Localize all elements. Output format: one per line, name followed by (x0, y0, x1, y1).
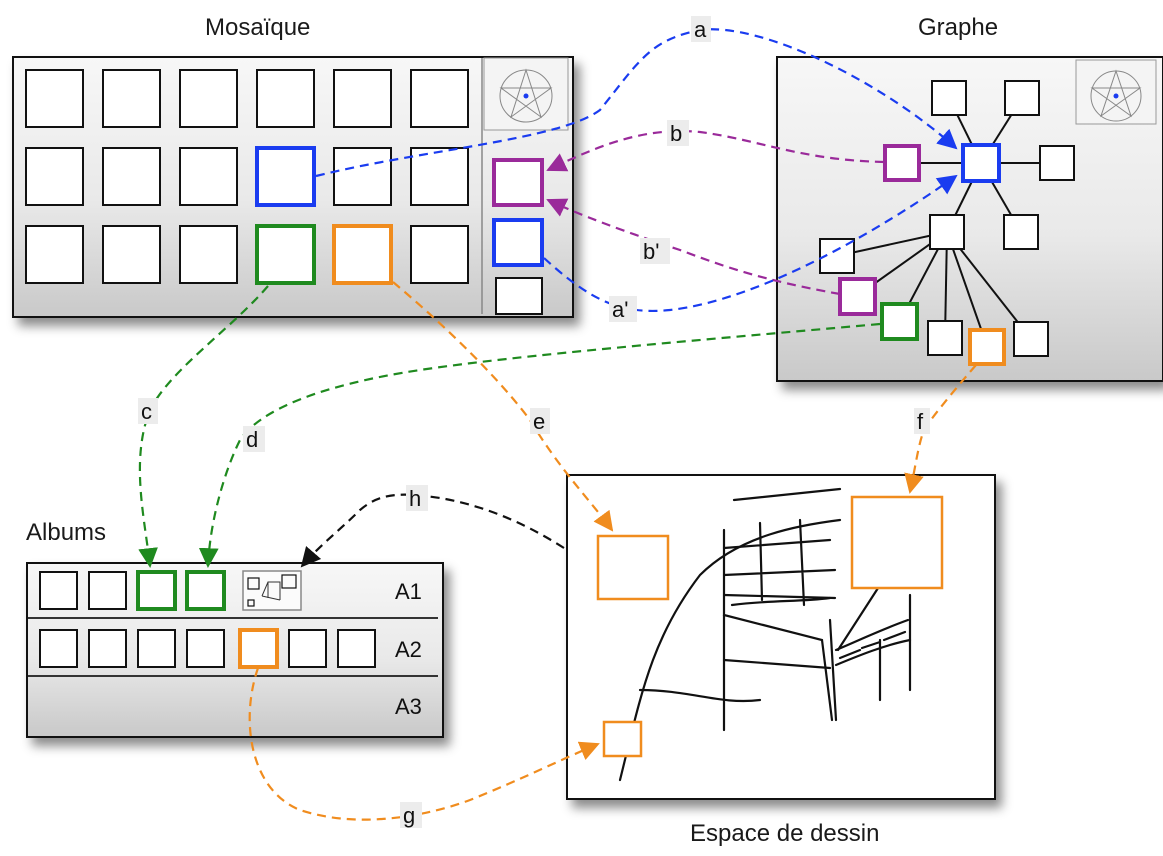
graph-node-purple (838, 277, 877, 316)
graph-node (1013, 321, 1049, 357)
album-row-label-a2: A2 (395, 637, 422, 662)
edge-label-b-prime: b' (643, 239, 659, 264)
mosaic-side-tile-purple (492, 158, 544, 207)
mosaic-tile (102, 69, 161, 128)
radar-thumbnail-icon (1075, 59, 1157, 125)
edge-label-g: g (403, 803, 415, 828)
mosaic-tile (25, 69, 84, 128)
mosaic-tile (25, 225, 84, 284)
mosaic-tile (179, 225, 238, 284)
graph-node (1004, 80, 1040, 116)
graph-nodes (819, 80, 1075, 366)
mosaic-tile-selected-blue (255, 146, 316, 207)
canvas-item-orange (850, 495, 944, 590)
graph-node (1039, 145, 1075, 181)
edge-b (546, 130, 885, 172)
mosaic-grid (25, 69, 469, 285)
canvas-item-orange (596, 534, 670, 601)
mosaic-side-tile (495, 277, 543, 315)
edge-label-c: c (141, 399, 152, 424)
mosaic-tile-selected-orange (332, 224, 393, 285)
mosaic-tile (410, 225, 469, 284)
graph-node (929, 214, 965, 250)
mosaic-side-tile-blue (492, 218, 544, 267)
armchair-sketch (618, 487, 912, 782)
graph-node-blue (961, 143, 1001, 183)
album-a2-items (39, 628, 376, 669)
graph-node (927, 320, 963, 356)
canvas-item-orange (602, 720, 643, 758)
edge-label-b: b (670, 121, 682, 146)
graph-node (1003, 214, 1039, 250)
album-row-label-a3: A3 (395, 694, 422, 719)
edge-label-h: h (409, 486, 421, 511)
edge-label-d: d (246, 427, 258, 452)
graph-node-purple (883, 144, 921, 182)
edge-label-f: f (917, 409, 924, 434)
mosaic-tile (179, 69, 238, 128)
album-a1-items (39, 570, 226, 611)
espace-title: Espace de dessin (690, 820, 880, 847)
edge-d (198, 322, 881, 568)
mosaic-tile (256, 69, 315, 128)
graph-node-green (880, 302, 919, 341)
album-row-label-a1: A1 (395, 579, 422, 604)
mosaic-tile (410, 69, 469, 128)
sketch-thumbnail-icon (242, 570, 302, 611)
graph-node (931, 80, 967, 116)
graphe-title: Graphe (918, 14, 999, 41)
edge-label-e: e (533, 409, 545, 434)
edge-label-a: a (694, 17, 707, 42)
mosaic-tile (102, 147, 161, 206)
edge-label-a-prime: a' (612, 297, 628, 322)
mosaic-tile (333, 147, 392, 206)
mosaic-tile-selected-green (255, 224, 316, 285)
edge-b-prime (546, 198, 841, 296)
edge-a (315, 28, 958, 178)
edge-e (392, 281, 614, 532)
mosaic-tile (25, 147, 84, 206)
radar-thumbnail-icon (483, 57, 569, 131)
edge-g (248, 667, 600, 821)
edge-labels: a b b' a' c d e f g h (138, 16, 930, 828)
mosaic-tile (179, 147, 238, 206)
mosaic-tile (102, 225, 161, 284)
albums-title: Albums (26, 519, 107, 546)
mosaique-title: Mosaïque (205, 14, 311, 41)
edge-a-prime (543, 174, 958, 312)
mosaic-tile (333, 69, 392, 128)
edge-h (300, 493, 565, 568)
graph-node-orange (968, 328, 1006, 366)
mosaic-tile (410, 147, 469, 206)
